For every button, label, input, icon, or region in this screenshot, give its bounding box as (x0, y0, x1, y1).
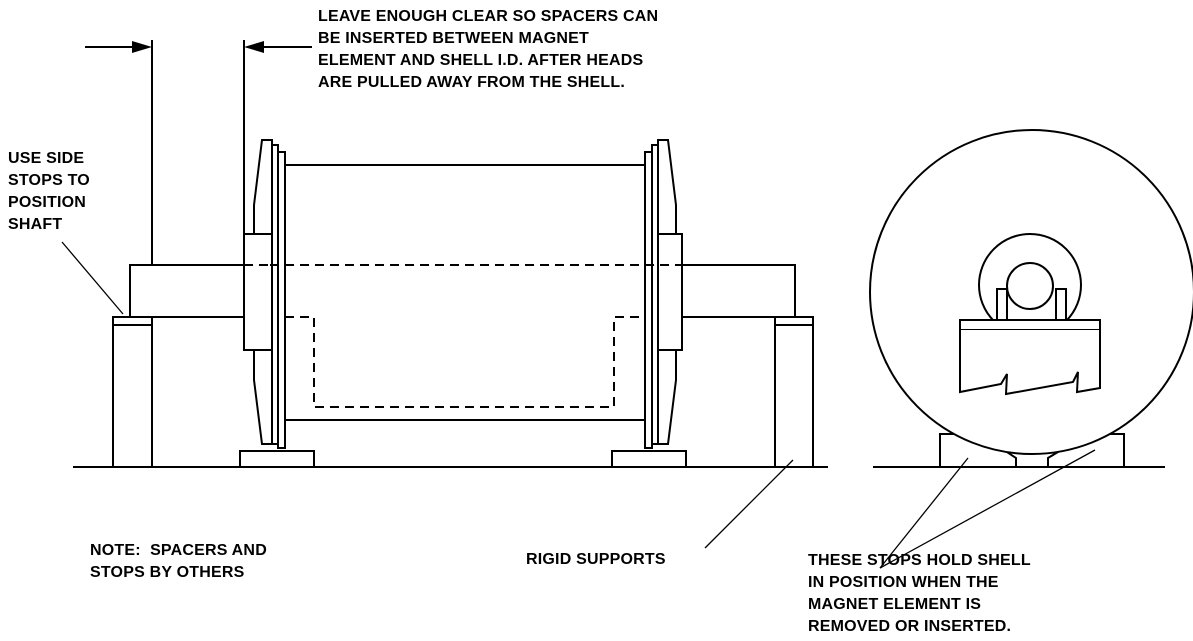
side-stops-callout: USE SIDE STOPS TO POSITION SHAFT (8, 150, 90, 233)
leader-rigid-supports (704, 459, 794, 549)
spacers-note: NOTE: SPACERS AND STOPS BY OTHERS (90, 542, 267, 581)
side-view (73, 40, 828, 468)
rigid-support-right (774, 316, 814, 468)
end-view (869, 129, 1193, 468)
shaft (129, 264, 796, 318)
magnet-element-hidden (270, 316, 660, 408)
shell-head-right (644, 139, 683, 449)
shell-head-left (243, 139, 286, 449)
shell-stops-callout: THESE STOPS HOLD SHELL IN POSITION WHEN … (808, 552, 1031, 635)
dimension-arrowhead-right (244, 41, 264, 53)
leader-lines (61, 241, 1096, 569)
magnet-element-section (959, 233, 1101, 396)
leader-stop-right (879, 449, 1096, 569)
clearance-dimension (85, 40, 312, 265)
rigid-supports-callout: RIGID SUPPORTS (526, 551, 666, 568)
dimension-arrowhead-left (132, 41, 152, 53)
shell-body (285, 164, 645, 421)
leader-side-stops (61, 241, 124, 315)
shell-stop-right (1047, 433, 1125, 468)
leader-stop-left (879, 457, 969, 569)
head-base-block-right (611, 450, 687, 468)
rigid-support-left (112, 316, 153, 468)
head-base-block-left (239, 450, 315, 468)
clearance-callout: LEAVE ENOUGH CLEAR SO SPACERS CAN BE INS… (318, 8, 659, 91)
shell-stops (939, 433, 1125, 468)
